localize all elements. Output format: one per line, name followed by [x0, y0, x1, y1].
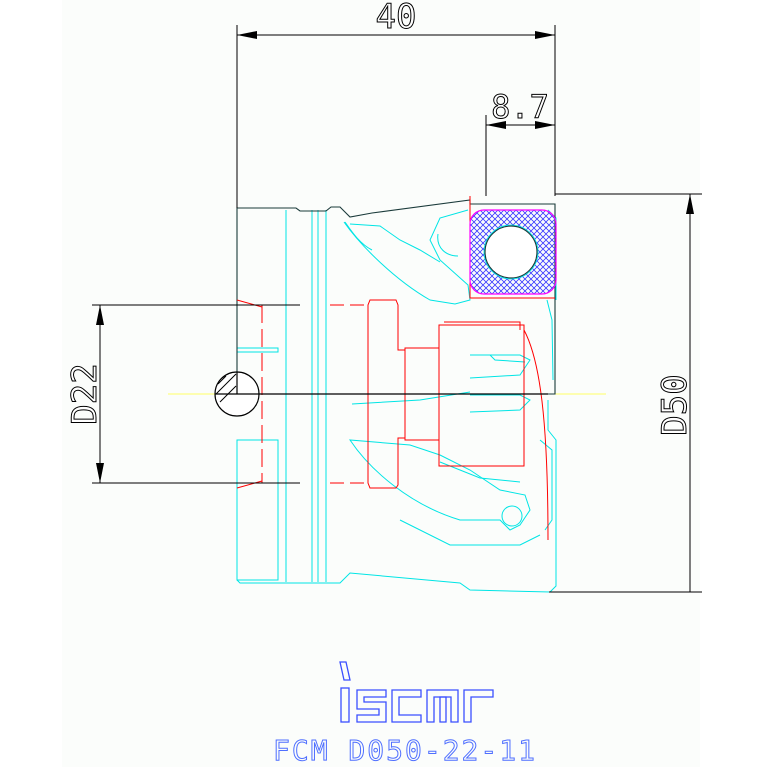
dimension-arrows	[96, 31, 694, 483]
dimension-lines	[92, 25, 702, 593]
part-number-label: FCM D050-22-11	[273, 734, 537, 767]
insert-offset-label: 8.7	[491, 88, 549, 126]
cutter-profile	[236, 199, 556, 395]
cutting-diameter-label: D50	[655, 374, 695, 435]
bore-diameter-label: D22	[65, 363, 105, 424]
iscar-logo	[339, 661, 494, 723]
center-mark-symbol	[214, 371, 548, 417]
drawing-sheet	[62, 0, 700, 767]
length-dimension-label: 40	[376, 0, 417, 37]
cutting-insert	[469, 209, 557, 295]
